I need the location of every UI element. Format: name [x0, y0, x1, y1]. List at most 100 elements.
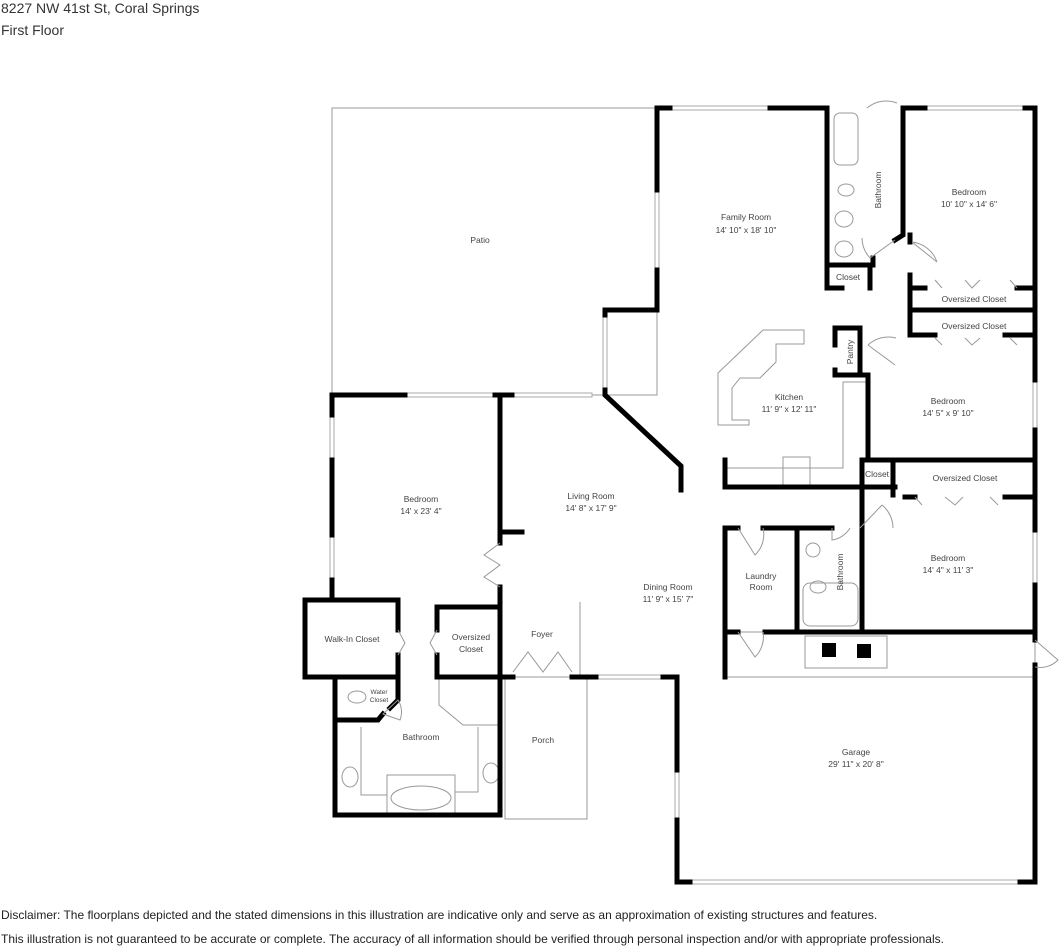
bathtub	[802, 582, 859, 627]
room-labels: Patio Family Room 14' 10" x 18' 10" Bath…	[325, 172, 1007, 769]
bathtub	[833, 112, 859, 166]
appliance-block	[822, 643, 836, 657]
walls-part	[602, 387, 684, 493]
walls-part	[907, 272, 938, 338]
bedroom-e-dims: 14' 5" x 9' 10"	[922, 408, 973, 418]
living-room-label: Living Room	[567, 491, 614, 501]
stove	[782, 456, 811, 486]
walls-part	[434, 652, 516, 680]
bathtub	[390, 785, 452, 811]
thin-outlines-part	[347, 690, 367, 704]
living-room-dims: 14' 8" x 17' 9"	[565, 503, 616, 513]
door-swing	[859, 504, 894, 529]
walls-part	[824, 105, 845, 291]
patio-label: Patio	[470, 235, 490, 245]
bedroom-se-dims: 14' 4" x 11' 3"	[923, 565, 974, 575]
oversized-closet-3-label: Oversized Closet	[933, 473, 998, 483]
bedroom-master-label: Bedroom	[404, 494, 439, 504]
bedroom-e-label: Bedroom	[931, 396, 966, 406]
walls-part	[1022, 105, 1038, 383]
closet-hall-label: Closet	[836, 272, 861, 282]
door-swing	[382, 699, 402, 721]
bedroom-se-label: Bedroom	[931, 553, 966, 563]
walls-part	[332, 710, 387, 723]
double-door	[512, 651, 573, 673]
walls-part	[824, 255, 876, 268]
floor-title: First Floor	[1, 22, 64, 38]
walls-part	[660, 674, 680, 773]
walls-part	[332, 674, 503, 818]
thin-outlines-part	[804, 635, 888, 669]
windows-part	[329, 534, 335, 581]
thin-outlines-part	[482, 762, 500, 784]
windows-part	[654, 189, 660, 271]
windows-part	[674, 769, 680, 821]
door-swing	[866, 100, 898, 109]
windows-part	[511, 392, 593, 398]
windows-part	[669, 105, 771, 111]
windows-part	[329, 414, 335, 461]
thin-outlines-part	[805, 542, 821, 558]
bathroom-hall-label: Bathroom	[873, 172, 883, 209]
windows-part	[595, 674, 664, 680]
bedroom-master-dims: 14' x 23' 4"	[400, 506, 441, 516]
family-room-label: Family Room	[721, 212, 771, 222]
water-closet-label: Water	[370, 689, 388, 696]
door-swing	[861, 237, 896, 259]
dining-room-label: Dining Room	[643, 582, 692, 592]
oversized-closet-master-label-2: Closet	[459, 644, 484, 654]
thin-outlines-part	[504, 676, 588, 820]
bedroom-ne-dims: 10' 10" x 14' 6"	[941, 199, 997, 209]
laundry-label-2: Room	[750, 582, 773, 592]
garage-label: Garage	[842, 747, 871, 757]
walls-part	[434, 604, 503, 633]
thin-outlines	[331, 107, 1036, 820]
oversized-closet-2-label: Oversized Closet	[942, 321, 1007, 331]
disclaimer-line-1: Disclaimer: The floorplans depicted and …	[1, 908, 878, 922]
thin-outlines-part	[724, 631, 1036, 678]
bifold-door	[934, 337, 1018, 346]
bifold-door	[397, 629, 438, 656]
door-swing	[867, 336, 897, 366]
bathroom-se-label: Bathroom	[835, 554, 845, 591]
windows-part	[1032, 529, 1038, 586]
door-swing	[831, 527, 851, 541]
walls-part	[1017, 662, 1038, 885]
dining-room-dims: 11' 9" x 15' 7"	[643, 594, 694, 604]
water-closet-label-2: Closet	[370, 697, 389, 704]
laundry-label: Laundry	[746, 571, 777, 581]
appliance-block	[857, 644, 871, 658]
disclaimer-line-2: This illustration is not guaranteed to b…	[1, 932, 944, 946]
windows-part	[1032, 379, 1038, 431]
windows-part	[924, 105, 1026, 111]
walk-in-closet-label: Walk-In Closet	[325, 634, 381, 644]
foyer-label: Foyer	[531, 629, 553, 639]
kitchen-counter	[717, 329, 805, 426]
walls-part	[674, 817, 693, 885]
kitchen-label: Kitchen	[775, 392, 804, 402]
address-title: 8227 NW 41st St, Coral Springs	[1, 0, 200, 16]
windows-part	[602, 314, 608, 391]
walls-part	[302, 597, 401, 633]
bifold-door	[934, 279, 1018, 289]
door-swing	[911, 241, 938, 263]
bifold-door	[914, 496, 999, 506]
bifold-door	[483, 542, 501, 588]
oversized-closet-1-label: Oversized Closet	[942, 294, 1007, 304]
garage-dims: 29' 11" x 20' 8"	[828, 759, 883, 769]
walls-part	[891, 105, 906, 244]
closet-e-label: Closet	[865, 469, 890, 479]
walls	[302, 105, 1038, 885]
windows-part	[404, 392, 496, 398]
thin-outlines-part	[455, 727, 479, 793]
door-swing	[737, 527, 765, 556]
pantry-label: Pantry	[845, 339, 855, 364]
bathroom-master-label: Bathroom	[403, 732, 440, 742]
thin-outlines-part	[834, 240, 854, 258]
thin-outlines-part	[834, 210, 854, 228]
walls-part	[832, 325, 871, 463]
walls-part	[722, 457, 898, 490]
kitchen-dims: 11' 9" x 12' 11"	[762, 404, 817, 414]
doors	[382, 100, 1059, 721]
